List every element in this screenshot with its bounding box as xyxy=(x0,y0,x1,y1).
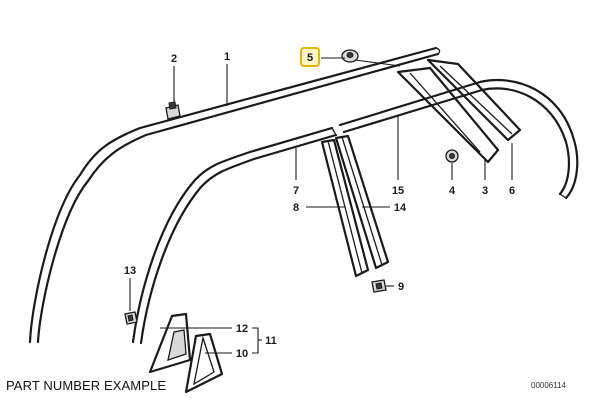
callout-8[interactable]: 8 xyxy=(293,202,299,214)
part-14-pillar-strip[interactable] xyxy=(334,134,390,270)
callout-1[interactable]: 1 xyxy=(224,51,230,63)
callout-labels: 2 1 5 7 8 14 15 4 3 6 9 13 12 10 11 xyxy=(124,51,515,360)
callout-11[interactable]: 11 xyxy=(265,335,277,347)
part-3-trim-strip[interactable] xyxy=(396,66,500,164)
callout-15[interactable]: 15 xyxy=(392,185,404,197)
part-8-pillar-strip[interactable] xyxy=(320,138,370,278)
callout-5[interactable]: 5 xyxy=(307,52,313,64)
callout-5-highlight xyxy=(300,47,320,67)
part-12-triangle-trim[interactable] xyxy=(148,312,192,374)
callout-10[interactable]: 10 xyxy=(236,348,248,360)
part-13-clip[interactable] xyxy=(124,311,138,325)
part-4-screw[interactable] xyxy=(445,149,459,163)
callout-9[interactable]: 9 xyxy=(398,281,404,293)
callout-3[interactable]: 3 xyxy=(482,185,488,197)
part-7-frame-molding[interactable] xyxy=(131,126,338,345)
callout-12[interactable]: 12 xyxy=(236,323,248,335)
part-2-clip[interactable] xyxy=(165,101,181,120)
part-6-corner-molding[interactable] xyxy=(426,58,522,142)
caption-label: PART NUMBER EXAMPLE xyxy=(6,378,167,393)
drawing-code: 00006114 xyxy=(531,381,566,390)
part-5-clip[interactable] xyxy=(341,49,359,63)
part-1-roof-molding[interactable] xyxy=(28,46,441,344)
part-15-frame-molding[interactable] xyxy=(338,78,579,200)
callout-13[interactable]: 13 xyxy=(124,265,136,277)
callout-14[interactable]: 14 xyxy=(394,202,407,214)
part-10-triangle-cover[interactable] xyxy=(184,332,224,394)
part-9-clip[interactable] xyxy=(371,279,387,293)
callout-2[interactable]: 2 xyxy=(171,53,177,65)
leader-lines xyxy=(129,57,513,354)
callout-7[interactable]: 7 xyxy=(293,185,299,197)
callout-4[interactable]: 4 xyxy=(449,185,456,197)
callout-6[interactable]: 6 xyxy=(509,185,515,197)
